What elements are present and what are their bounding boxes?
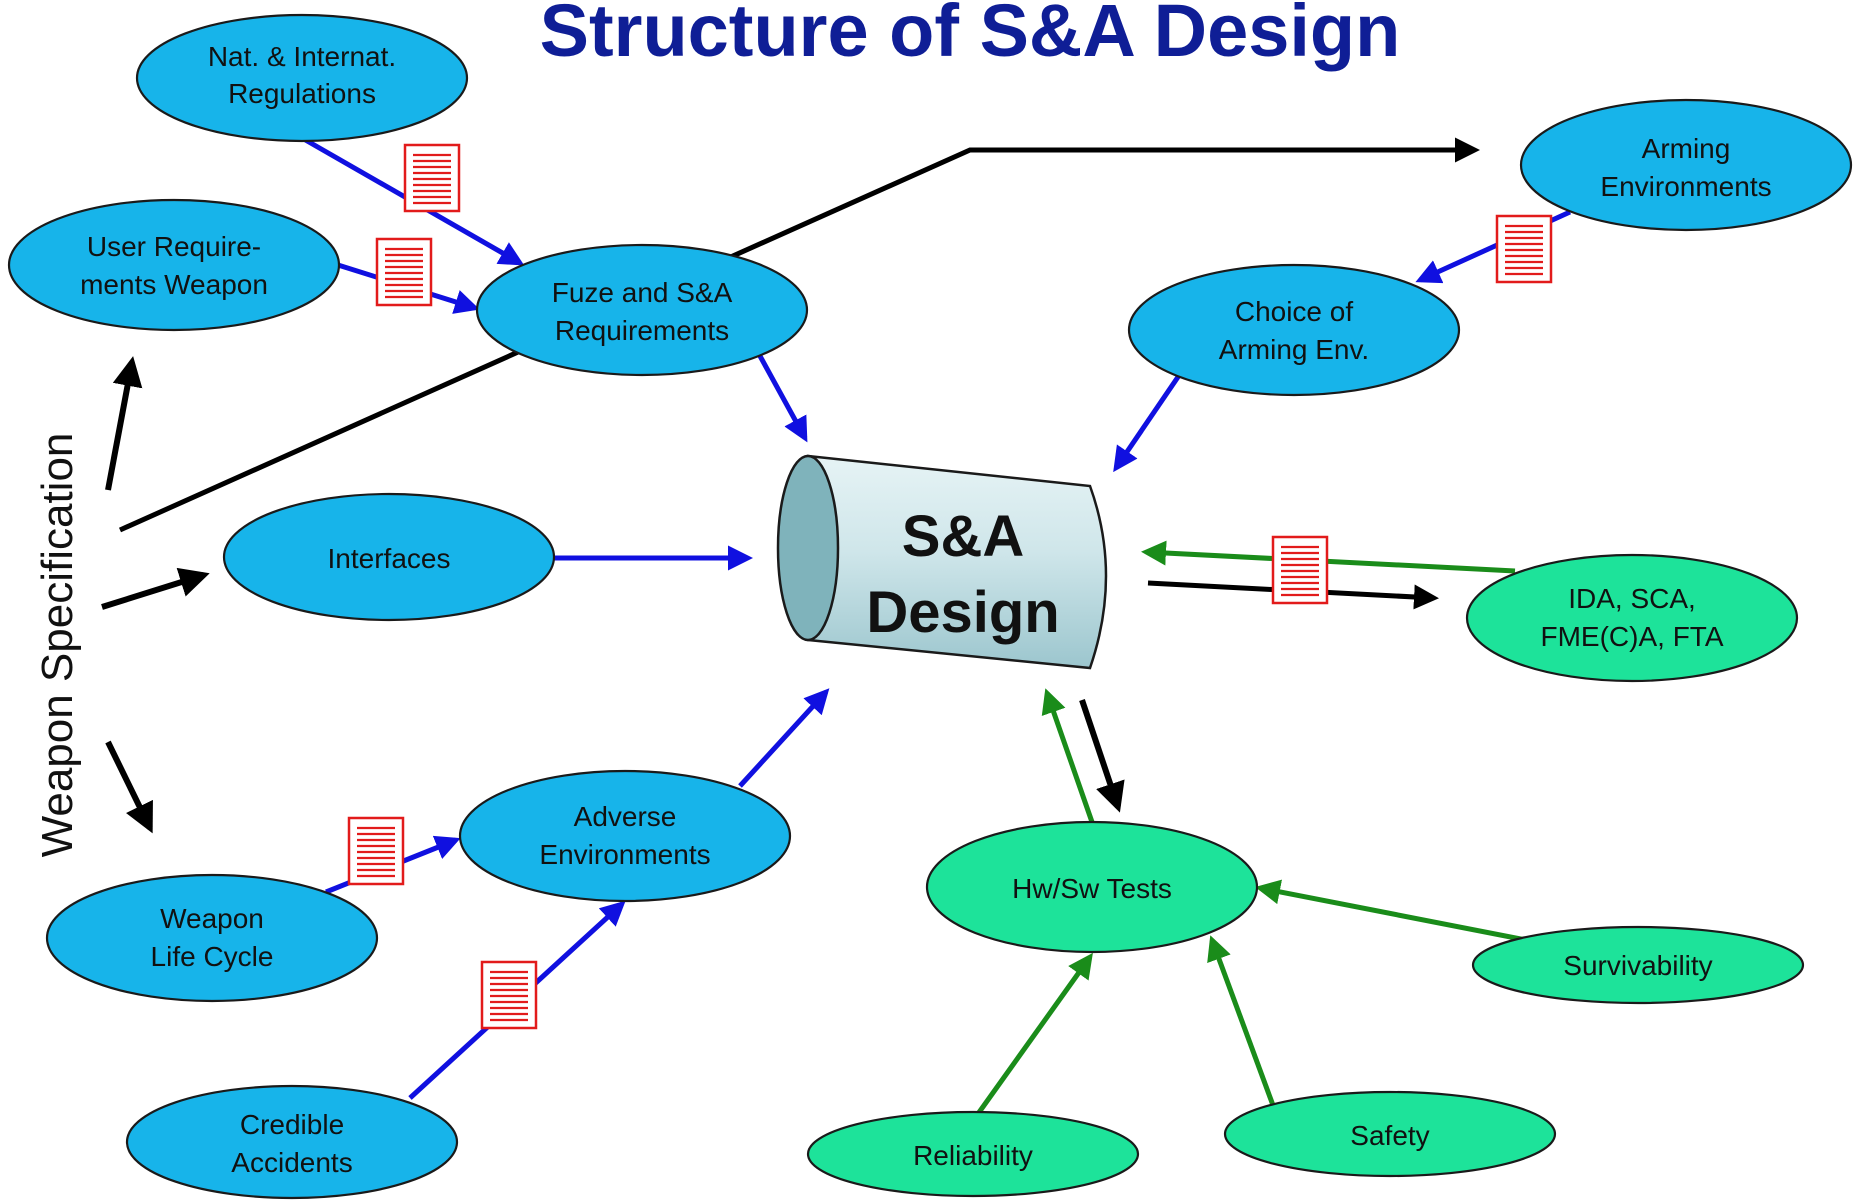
node-credible-accidents-line2: Accidents [231,1147,352,1178]
arrow-analysis-to-design [1141,540,1516,574]
arrow-spec-to-user-req [105,356,143,491]
node-interfaces-label: Interfaces [328,543,451,574]
node-ida-sca-line1: IDA, SCA, [1568,583,1696,614]
node-ida-sca: IDA, SCA, FME(C)A, FTA [1465,553,1799,683]
node-user-requirements-line1: User Require- [87,231,261,262]
arrow-spec-to-arming-env [118,137,1480,533]
node-adverse-environments-line2: Environments [539,839,710,870]
node-fuze-requirements-line1: Fuze and S&A [552,277,733,308]
node-weapon-life-cycle: Weapon Life Cycle [45,873,379,1003]
node-hw-sw-tests-label: Hw/Sw Tests [1012,873,1172,904]
node-sa-design-line2: Design [866,580,1059,645]
arrow-choice-to-design [1113,372,1183,473]
node-weapon-life-cycle-line1: Weapon [160,903,264,934]
node-safety-label: Safety [1350,1120,1429,1151]
node-weapon-life-cycle-line2: Life Cycle [151,941,274,972]
arrow-adverse-to-design [738,688,830,788]
document-icon [375,237,433,307]
document-icon [1271,535,1329,605]
node-arming-environments-line1: Arming [1642,133,1731,164]
node-nat-regulations-line2: Regulations [228,78,376,109]
node-reliability: Reliability [806,1110,1140,1198]
node-choice-arming-line1: Choice of [1235,296,1354,327]
arrow-spec-to-life-cycle [105,740,153,834]
node-interfaces: Interfaces [222,492,556,622]
node-survivability-label: Survivability [1563,950,1712,981]
node-arming-environments: Arming Environments [1519,98,1853,232]
diagram-title: Structure of S&A Design [540,0,1401,72]
arrow-reliability-to-tests [972,952,1093,1120]
node-adverse-environments-line1: Adverse [574,801,677,832]
arrow-tests-to-design [1041,688,1095,823]
node-user-requirements-line2: ments Weapon [80,269,268,300]
node-sa-design-line1: S&A [902,504,1024,569]
arrow-design-to-tests [1079,699,1125,813]
node-arming-environments-line2: Environments [1600,171,1771,202]
document-icon [480,960,538,1030]
node-user-requirements: User Require- ments Weapon [7,198,341,332]
node-fuze-requirements-line2: Requirements [555,315,729,346]
arrow-spec-to-interfaces [101,567,210,610]
node-hw-sw-tests: Hw/Sw Tests [925,820,1259,954]
node-adverse-environments: Adverse Environments [458,769,792,903]
node-ida-sca-line2: FME(C)A, FTA [1540,621,1723,652]
node-nat-regulations: Nat. & Internat. Regulations [135,13,469,143]
arrow-safety-to-tests [1207,935,1277,1109]
node-safety: Safety [1223,1090,1557,1178]
arrow-survivability-to-tests [1255,879,1527,943]
node-choice-arming-line2: Arming Env. [1219,334,1369,365]
node-reliability-label: Reliability [913,1140,1033,1171]
document-icon [347,816,405,886]
node-sa-design: S&A Design [776,454,1108,670]
node-credible-accidents: Credible Accidents [125,1084,459,1200]
arrow-fuze-to-design [757,354,808,443]
node-nat-regulations-line1: Nat. & Internat. [208,41,396,72]
weapon-specification-label: Weapon Specification [33,433,82,858]
document-icon [1495,214,1553,284]
node-fuze-requirements: Fuze and S&A Requirements [475,243,809,377]
document-icon [403,143,461,213]
node-choice-arming: Choice of Arming Env. [1127,263,1461,397]
node-survivability: Survivability [1471,925,1805,1005]
node-credible-accidents-line1: Credible [240,1109,344,1140]
